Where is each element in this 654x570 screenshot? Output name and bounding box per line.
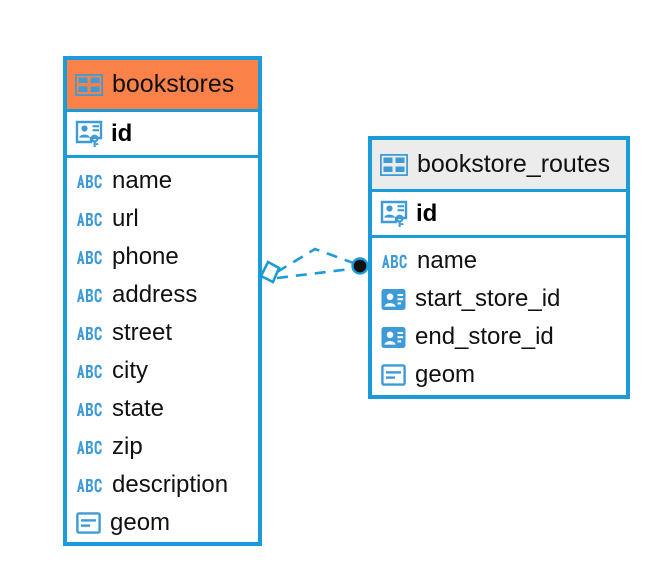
- geometry-icon: [381, 364, 406, 386]
- field-label: start_store_id: [415, 285, 561, 312]
- abc-text-icon: [76, 364, 103, 379]
- table-icon: [74, 72, 104, 97]
- abc-text-icon: [76, 478, 103, 493]
- relationship-line-upper: [276, 247, 360, 274]
- field-row[interactable]: start_store_id: [372, 280, 626, 318]
- table-icon: [379, 152, 409, 177]
- entity-title: bookstores: [112, 70, 235, 98]
- field-row[interactable]: zip: [67, 428, 258, 466]
- field-label: end_store_id: [415, 323, 554, 350]
- abc-text-icon: [76, 440, 103, 455]
- field-row[interactable]: end_store_id: [372, 318, 626, 356]
- field-row[interactable]: address: [67, 276, 258, 314]
- field-label: name: [417, 247, 478, 274]
- abc-text-icon: [76, 288, 103, 303]
- field-label: phone: [112, 243, 179, 270]
- field-list-bookstores: name url: [67, 158, 258, 542]
- field-label: description: [112, 471, 229, 498]
- field-list-bookstore-routes: name start_store_id: [372, 238, 626, 394]
- field-label: street: [112, 319, 173, 346]
- abc-text-icon: [381, 254, 408, 269]
- field-row[interactable]: name: [67, 162, 258, 200]
- field-row[interactable]: name: [372, 242, 626, 280]
- field-row[interactable]: city: [67, 352, 258, 390]
- primary-key-icon: [380, 200, 408, 228]
- filled-circle-marker: [351, 257, 369, 275]
- field-label: address: [112, 281, 198, 308]
- relationship-line-lower: [276, 266, 360, 280]
- diamond-outline-marker: [259, 260, 281, 284]
- abc-text-icon: [76, 212, 103, 227]
- entity-header-bookstore-routes[interactable]: bookstore_routes: [372, 140, 626, 189]
- field-label: name: [112, 167, 173, 194]
- primary-key-icon: [75, 120, 103, 148]
- primary-key-row[interactable]: id: [67, 109, 258, 158]
- field-row[interactable]: street: [67, 314, 258, 352]
- field-row[interactable]: geom: [372, 356, 626, 394]
- primary-key-row[interactable]: id: [372, 189, 626, 238]
- foreign-key-icon: [381, 287, 406, 312]
- field-row[interactable]: phone: [67, 238, 258, 276]
- geometry-icon: [76, 512, 101, 534]
- field-row[interactable]: geom: [67, 504, 258, 542]
- field-label: geom: [415, 361, 476, 388]
- entity-title: bookstore_routes: [417, 150, 611, 178]
- relationship-connector[interactable]: [255, 235, 380, 315]
- field-label: zip: [112, 433, 143, 460]
- field-label: state: [112, 395, 165, 422]
- field-row[interactable]: url: [67, 200, 258, 238]
- field-label: url: [112, 205, 139, 232]
- field-row[interactable]: state: [67, 390, 258, 428]
- abc-text-icon: [76, 250, 103, 265]
- field-row[interactable]: description: [67, 466, 258, 504]
- abc-text-icon: [76, 326, 103, 341]
- field-label: city: [112, 357, 148, 384]
- abc-text-icon: [76, 402, 103, 417]
- entity-bookstores[interactable]: bookstores id: [63, 56, 262, 546]
- foreign-key-icon: [381, 325, 406, 350]
- entity-bookstore-routes[interactable]: bookstore_routes id: [368, 136, 630, 399]
- primary-key-label: id: [111, 119, 133, 147]
- field-label: geom: [110, 509, 171, 536]
- entity-header-bookstores[interactable]: bookstores: [67, 60, 258, 109]
- abc-text-icon: [76, 174, 103, 189]
- primary-key-label: id: [416, 199, 438, 227]
